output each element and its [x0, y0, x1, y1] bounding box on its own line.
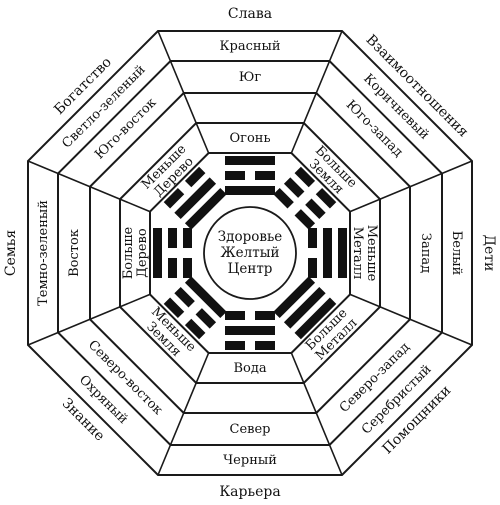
element-label-bottom: Вода [233, 361, 266, 376]
sector-divider [27, 293, 151, 346]
trigram-solid-line [283, 286, 326, 329]
element-label-top-right: БольшеЗемля [302, 143, 360, 201]
aspiration-label-2: Дети [481, 235, 497, 272]
trigram-broken-line [315, 187, 337, 209]
trigram-broken-line [225, 341, 245, 350]
trigram-solid-line [225, 186, 275, 195]
sector-divider [157, 352, 210, 476]
aspiration-label-4: Карьера [219, 484, 280, 500]
trigram-solid-line [273, 276, 316, 319]
trigram-broken-line [225, 311, 245, 320]
trigram-solid-line [294, 297, 337, 340]
aspiration-label-0: Слава [228, 6, 272, 22]
trigram-broken-line [163, 187, 185, 209]
trigram-broken-line [308, 258, 317, 278]
trigram-broken-line [294, 209, 316, 230]
trigram-broken-line [255, 341, 275, 350]
trigram-broken-line [168, 228, 177, 248]
trigram-solid-line [174, 177, 217, 220]
trigram-broken-line [174, 286, 195, 308]
trigram-solid-line [184, 276, 227, 319]
element-label-left: БольшеДерево [121, 226, 150, 279]
trigram-broken-line [305, 198, 326, 220]
sector-divider [349, 160, 473, 213]
trigram-broken-line [168, 258, 177, 278]
trigram-broken-line [255, 311, 275, 320]
sector-divider [27, 160, 151, 213]
sector-divider [157, 30, 210, 154]
trigram-broken-line [294, 166, 316, 188]
trigram-solid-line [323, 228, 332, 278]
trigram-broken-line [163, 297, 185, 319]
trigram-top [225, 156, 275, 195]
trigram-bottom-left [163, 276, 227, 340]
color-label-top: Красный [219, 39, 280, 54]
center-circle [203, 206, 297, 300]
sector-divider [290, 352, 343, 476]
trigram-top-left [163, 166, 227, 230]
octagon-rings [27, 30, 473, 476]
trigram-left [153, 228, 192, 278]
trigram-broken-line [225, 171, 245, 180]
element-label-top: Огонь [229, 131, 270, 146]
region-label-bottom: Север [230, 422, 271, 437]
sector-divider [349, 293, 473, 346]
aspiration-label-6: Семья [3, 230, 19, 277]
trigram-solid-line [225, 156, 275, 165]
trigram-solid-line [338, 228, 347, 278]
color-label-left: Темно-зеленый [36, 200, 51, 306]
trigram-top-right [273, 166, 337, 230]
trigram-broken-line [255, 171, 275, 180]
trigram-broken-line [195, 308, 217, 329]
element-label-bottom-right: БольшеМеталл [302, 305, 360, 363]
trigram-solid-line [153, 228, 162, 278]
element-label-right: МеньшеМеталл [351, 225, 380, 282]
trigram-broken-line [184, 318, 206, 340]
trigram-broken-line [184, 166, 206, 188]
region-label-right: Запад [419, 233, 434, 273]
trigram-bottom-right [273, 276, 337, 340]
trigram-broken-line [183, 228, 192, 248]
color-label-bottom: Черный [223, 453, 277, 468]
region-label-top: Юг [239, 70, 262, 85]
trigram-solid-line [184, 187, 227, 230]
trigram-broken-line [273, 187, 294, 209]
region-label-bottom-left: Северо-восток [85, 337, 165, 417]
trigram-solid-line [225, 326, 275, 335]
trigram-broken-line [308, 228, 317, 248]
label-group: СлаваВзаимоотношенияДетиПомощникиКарьера… [3, 6, 497, 500]
region-label-left: Восток [67, 229, 82, 277]
trigram-broken-line [183, 258, 192, 278]
sector-divider [290, 30, 343, 154]
trigram-right [308, 228, 347, 278]
trigram-group [153, 156, 347, 350]
color-label-right: Белый [450, 231, 465, 276]
trigram-bottom [225, 311, 275, 350]
trigram-broken-line [283, 177, 305, 198]
